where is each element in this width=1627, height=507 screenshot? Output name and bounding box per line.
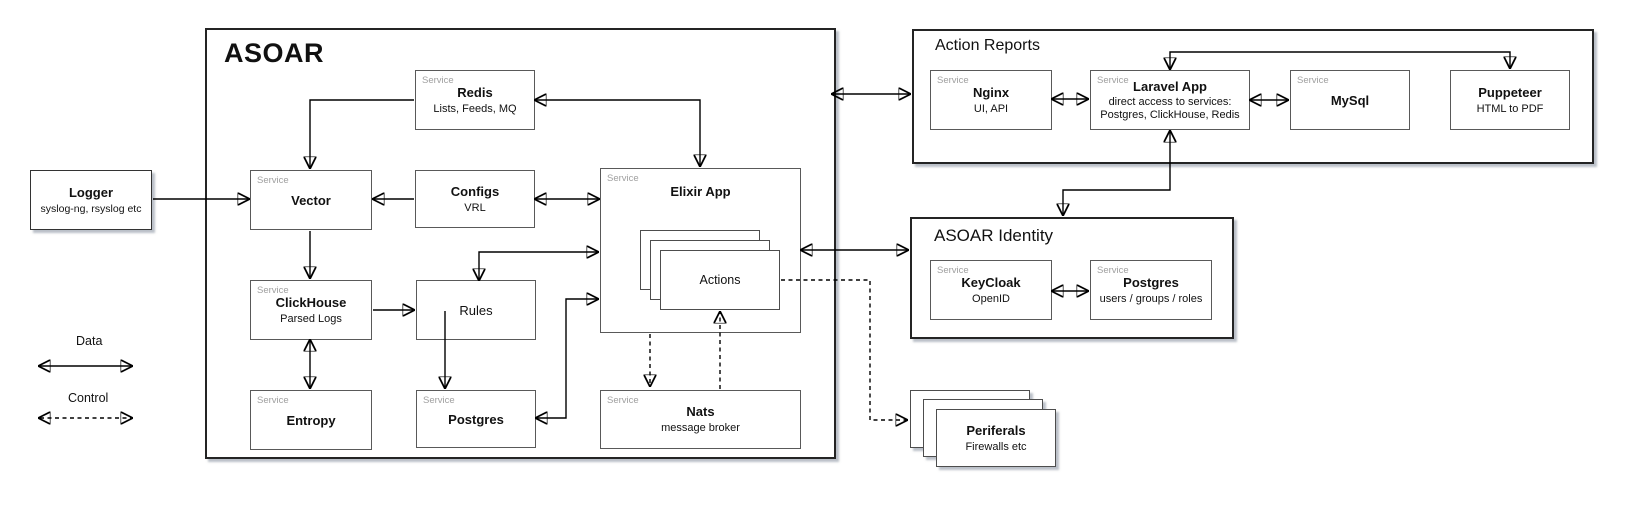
node-laravel-app: Service Laravel App direct access to ser… bbox=[1090, 70, 1250, 130]
service-tag: Service bbox=[422, 75, 454, 86]
asoar-identity-title: ASOAR Identity bbox=[934, 226, 1054, 245]
node-entropy: Service Entropy bbox=[250, 390, 372, 450]
node-configs: Configs VRL bbox=[415, 170, 535, 228]
action-reports-title: Action Reports bbox=[935, 37, 1040, 54]
node-vector: Service Vector bbox=[250, 170, 372, 230]
service-tag: Service bbox=[607, 395, 639, 406]
node-title: Actions bbox=[699, 273, 741, 287]
service-tag: Service bbox=[607, 173, 639, 184]
node-subtitle: message broker bbox=[661, 422, 740, 434]
node-subtitle: Lists, Feeds, MQ bbox=[433, 102, 517, 115]
node-title: Rules bbox=[459, 302, 493, 318]
node-identity-postgres: Service Postgres users / groups / roles bbox=[1090, 260, 1212, 320]
node-subtitle: Firewalls etc bbox=[965, 441, 1027, 453]
service-tag: Service bbox=[423, 395, 455, 406]
node-title: Postgres bbox=[448, 411, 504, 427]
node-title: Postgres bbox=[1123, 274, 1179, 290]
node-redis: Service Redis Lists, Feeds, MQ bbox=[415, 70, 535, 130]
node-subtitle: Postgres, ClickHouse, Redis bbox=[1100, 108, 1240, 121]
node-title: Nginx bbox=[972, 84, 1010, 100]
node-title: Configs bbox=[450, 183, 500, 199]
legend-control-label: Control bbox=[68, 391, 109, 405]
node-title: KeyCloak bbox=[961, 274, 1021, 290]
node-subtitle: HTML to PDF bbox=[1476, 102, 1544, 115]
node-title: Periferals bbox=[966, 423, 1026, 438]
node-title: Entropy bbox=[286, 412, 336, 428]
service-tag: Service bbox=[937, 265, 969, 276]
node-puppeteer: Puppeteer HTML to PDF bbox=[1450, 70, 1570, 130]
node-title: MySql bbox=[1330, 92, 1370, 108]
service-tag: Service bbox=[257, 285, 289, 296]
node-title: Puppeteer bbox=[1478, 84, 1542, 100]
node-title: Laravel App bbox=[1133, 78, 1207, 94]
asoar-container-title: ASOAR bbox=[224, 38, 325, 68]
node-title: Nats bbox=[686, 404, 715, 419]
node-nginx: Service Nginx UI, API bbox=[930, 70, 1052, 130]
node-keycloak: Service KeyCloak OpenID bbox=[930, 260, 1052, 320]
node-rules: Rules bbox=[416, 280, 536, 340]
node-title: ClickHouse bbox=[275, 294, 347, 310]
service-tag: Service bbox=[257, 175, 289, 186]
service-tag: Service bbox=[1097, 75, 1129, 86]
service-tag: Service bbox=[257, 395, 289, 406]
actions-card-front: Actions bbox=[660, 250, 780, 310]
periferals-card-front: Periferals Firewalls etc bbox=[936, 409, 1056, 467]
node-subtitle: OpenID bbox=[972, 292, 1010, 305]
service-tag: Service bbox=[1297, 75, 1329, 86]
node-subtitle: users / groups / roles bbox=[1099, 292, 1203, 305]
node-title: Vector bbox=[291, 192, 331, 208]
node-postgres: Service Postgres bbox=[416, 390, 536, 448]
node-subtitle: VRL bbox=[464, 201, 486, 214]
node-subtitle: Parsed Logs bbox=[280, 312, 342, 325]
node-clickhouse: Service ClickHouse Parsed Logs bbox=[250, 280, 372, 340]
service-tag: Service bbox=[937, 75, 969, 86]
node-title: Logger bbox=[68, 184, 114, 200]
node-title: Redis bbox=[457, 84, 493, 100]
node-subtitle: UI, API bbox=[973, 102, 1009, 115]
node-subtitle: direct access to services: bbox=[1108, 95, 1232, 108]
node-mysql: Service MySql bbox=[1290, 70, 1410, 130]
node-logger: Logger syslog-ng, rsyslog etc bbox=[30, 170, 152, 230]
legend-data-label: Data bbox=[76, 334, 103, 348]
service-tag: Service bbox=[1097, 265, 1129, 276]
node-title: Elixir App bbox=[670, 184, 731, 199]
node-nats: Service Nats message broker bbox=[600, 390, 801, 449]
node-subtitle: syslog-ng, rsyslog etc bbox=[40, 202, 142, 215]
